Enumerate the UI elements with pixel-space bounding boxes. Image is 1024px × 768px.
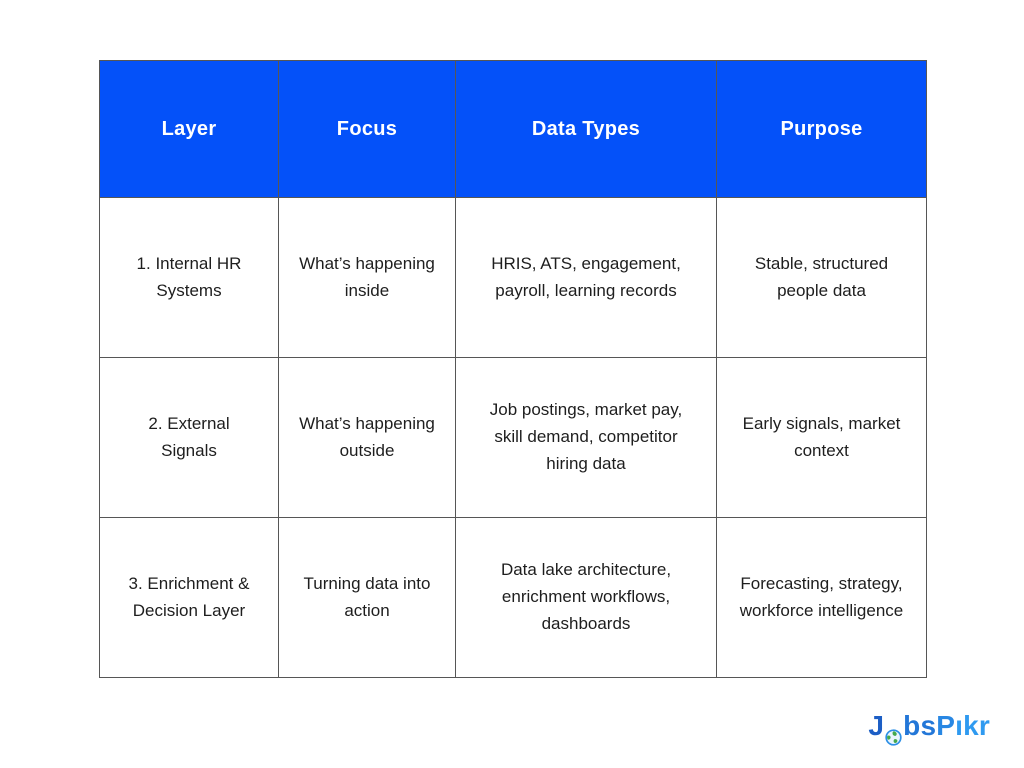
logo-text: P [936, 710, 956, 741]
table-row: 1. Internal HR Systems What’s happening … [99, 197, 927, 358]
header-cell-purpose: Purpose [716, 60, 927, 198]
header-cell-layer: Layer [99, 60, 279, 198]
cell-purpose: Early signals, market context [716, 357, 927, 518]
cell-data-types: HRIS, ATS, engagement, payroll, learning… [455, 197, 717, 358]
table-row: 2. External Signals What’s happening out… [99, 357, 927, 518]
cell-focus: What’s happening outside [278, 357, 456, 518]
logo-text: bs [903, 710, 937, 741]
cell-layer: 2. External Signals [99, 357, 279, 518]
cell-purpose: Stable, structured people data [716, 197, 927, 358]
table-row: 3. Enrichment & Decision Layer Turning d… [99, 517, 927, 678]
cell-focus: Turning data into action [278, 517, 456, 678]
header-cell-data-types: Data Types [455, 60, 717, 198]
cell-layer: 1. Internal HR Systems [99, 197, 279, 358]
cell-data-types: Data lake architecture, enrichment workf… [455, 517, 717, 678]
cell-purpose: Forecasting, strategy, workforce intelli… [716, 517, 927, 678]
cell-layer: 3. Enrichment & Decision Layer [99, 517, 279, 678]
cell-focus: What’s happening inside [278, 197, 456, 358]
header-row: Layer Focus Data Types Purpose [99, 60, 927, 198]
logo-text: ıkr [955, 710, 990, 741]
cell-data-types: Job postings, market pay, skill demand, … [455, 357, 717, 518]
layers-table: Layer Focus Data Types Purpose 1. Intern… [99, 60, 927, 678]
logo-text: J [868, 710, 885, 741]
header-cell-focus: Focus [278, 60, 456, 198]
globe-icon [885, 721, 902, 746]
